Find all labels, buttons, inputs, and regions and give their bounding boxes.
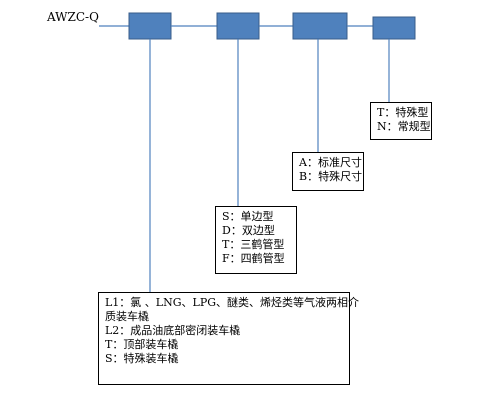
- legend-item: T：顶部装车橇: [105, 338, 179, 351]
- legend-item: S：单边型: [222, 210, 274, 223]
- code-box-medium: [128, 12, 172, 40]
- code-box-size: [292, 12, 348, 40]
- legend-item: S：特殊装车橇: [105, 352, 179, 365]
- legend-arm-type: S：单边型 D：双边型 T：三鹤管型 F：四鹤管型: [215, 206, 297, 274]
- code-box-variant: [372, 16, 416, 40]
- legend-item: A：标准尺寸: [299, 156, 362, 169]
- legend-variant: T：特殊型 N：常规型: [370, 102, 432, 140]
- legend-size: A：标准尺寸 B：特殊尺寸: [292, 152, 364, 191]
- legend-item: F：四鹤管型: [222, 252, 285, 265]
- model-prefix-label: AWZC-Q: [47, 10, 99, 24]
- legend-medium: L1：氯 、LNG、LPG、醚类、烯烃类等气液两相介 质装车橇 L2：成品油底部…: [98, 292, 360, 385]
- legend-item: N：常规型: [377, 120, 431, 133]
- legend-item: B：特殊尺寸: [299, 170, 363, 183]
- code-box-arm-type: [216, 12, 260, 40]
- legend-item: 质装车橇: [105, 310, 149, 323]
- legend-item: T：特殊型: [377, 106, 429, 119]
- legend-item: T：三鹤管型: [222, 238, 285, 251]
- legend-item: L1：氯 、LNG、LPG、醚类、烯烃类等气液两相介: [105, 296, 360, 309]
- legend-item: L2：成品油底部密闭装车橇: [105, 324, 241, 337]
- legend-item: D：双边型: [222, 224, 275, 237]
